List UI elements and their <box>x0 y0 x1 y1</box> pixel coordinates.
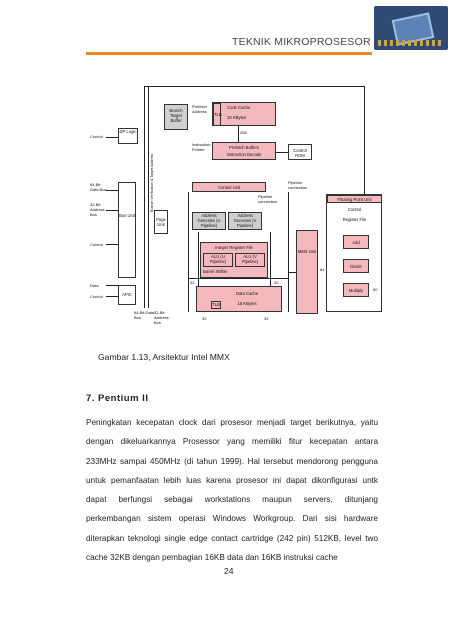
data-cache-block: Data Cache 16 KBytes TLB <box>196 286 282 312</box>
fpu-add-block: Add <box>343 235 369 249</box>
paragraph-line: diterapkan teknologi single edge contact… <box>86 533 378 543</box>
mmx-architecture-diagram: Control 64-Bit Data Bus 32-Bit Address B… <box>88 82 386 344</box>
code-cache-size: 16 KBytes <box>227 115 247 120</box>
label-64bit-data-bus-bottom: 64-Bit Data Bus <box>134 310 155 320</box>
label-instruction-pointer: Instruction Pointer <box>192 142 211 152</box>
label-prefetch-address: Prefetch Address <box>192 104 207 114</box>
label-control-top: Control <box>90 134 103 139</box>
fpu-multiply-block: Multiply <box>343 283 369 297</box>
fpu-register-file-label: Register File <box>342 217 367 222</box>
paragraph-line: dapat berfungsi sebagai workstations mau… <box>86 495 378 505</box>
dp-logic-block: DP Logic <box>118 128 138 144</box>
label-branch-verification: Branch Verification & Target Address <box>150 153 154 212</box>
paragraph-line: dengan dikeluarkannya Prosessor yang mem… <box>86 437 378 447</box>
fpu-title: Floating Point Unit <box>327 195 382 203</box>
chip-pins <box>378 40 444 46</box>
page-number: 24 <box>224 566 234 576</box>
paragraph-line: perkembangan sistem operasi Windows Work… <box>86 514 378 524</box>
paragraph-line: untuk pemanfaatan lebih luas karena pros… <box>86 475 378 485</box>
alu-u-block: ALU (U Pipeline) <box>203 253 233 267</box>
barrel-shifter-label: Barrel Shifter <box>203 269 228 274</box>
label-data: Data <box>90 283 99 288</box>
label-80: 80 <box>373 287 378 292</box>
control-unit-block: Control Unit <box>192 182 266 192</box>
tlb-top-block: TLB <box>213 103 222 126</box>
section-heading: 7. Pentium II <box>86 393 149 404</box>
label-32-d: 32 <box>264 316 269 321</box>
integer-unit-block: Integer Register File ALU (U Pipeline) A… <box>200 242 268 278</box>
apic-block: APIC <box>118 285 136 305</box>
data-cache-label: Data Cache <box>235 291 259 296</box>
floating-point-unit-block: Floating Point Unit Control Register Fil… <box>326 194 382 312</box>
integer-register-file-label: Integer Register File <box>215 245 253 250</box>
control-rom-block: Control ROM <box>288 144 312 160</box>
fpu-divide-block: Divide <box>343 259 369 273</box>
page-unit-block: Page Unit <box>154 210 168 234</box>
label-64: 64 <box>320 267 325 272</box>
label-32bit-address-bus: 32-Bit Address Bus <box>90 202 105 217</box>
paragraph-line: Peningkatan kecepatan clock dari proseso… <box>86 418 378 427</box>
code-cache-label: Code Cache <box>227 105 251 110</box>
paragraph-line: cache 32KB dengan pembagian 16KB data da… <box>86 553 338 563</box>
mmx-unit-block: MMX Unit <box>296 230 318 314</box>
figure-caption: Gambar 1.13, Arsitektur Intel MMX <box>98 352 230 362</box>
label-64bit-data-bus: 64-Bit Data Bus <box>90 182 107 192</box>
label-control-bottom: Control <box>90 294 103 299</box>
branch-target-buffer-block: Branch Target Buffer <box>164 104 188 130</box>
data-cache-size: 16 KBytes <box>237 301 257 306</box>
fpu-control-label: Control <box>347 207 362 212</box>
label-32-a: 32 <box>190 280 195 285</box>
label-32bit-address-bus-bottom: 32-Bit Address Bus <box>154 310 169 325</box>
label-256: 256 <box>240 130 247 135</box>
label-32-b: 32 <box>274 280 279 285</box>
header-title: TEKNIK MIKROPROSESOR <box>232 36 371 48</box>
paragraph-line: 233MHz sampai 450MHz (di tahun 1999). Ha… <box>86 456 378 466</box>
code-cache-block: TLB Code Cache 16 KBytes <box>212 102 276 126</box>
label-pipeline-connection-u: Pipeline connection <box>258 194 278 204</box>
instruction-decode-label: Instruction Decode <box>226 152 262 157</box>
prefetch-buffers-label: Prefetch Buffers <box>229 145 259 150</box>
processor-chip-image <box>374 6 448 50</box>
label-pipeline-connection-v: Pipeline connection <box>288 180 308 190</box>
bus-unit-block: Bus Unit <box>118 182 136 278</box>
alu-v-block: ALU (V Pipeline) <box>235 253 265 267</box>
header-rule <box>86 52 372 55</box>
prefetch-buffers-block: Prefetch Buffers Instruction Decode <box>212 142 276 160</box>
body-paragraph: Peningkatan kecepatan clock dari proseso… <box>86 413 378 567</box>
label-control-mid: Control <box>90 242 103 247</box>
address-generate-u-block: Address Generate (U Pipeline) <box>192 212 226 230</box>
tlb-bottom-block: TLB <box>211 301 221 309</box>
label-32-c: 32 <box>202 316 207 321</box>
address-generate-v-block: Address Generate (V Pipeline) <box>228 212 262 230</box>
